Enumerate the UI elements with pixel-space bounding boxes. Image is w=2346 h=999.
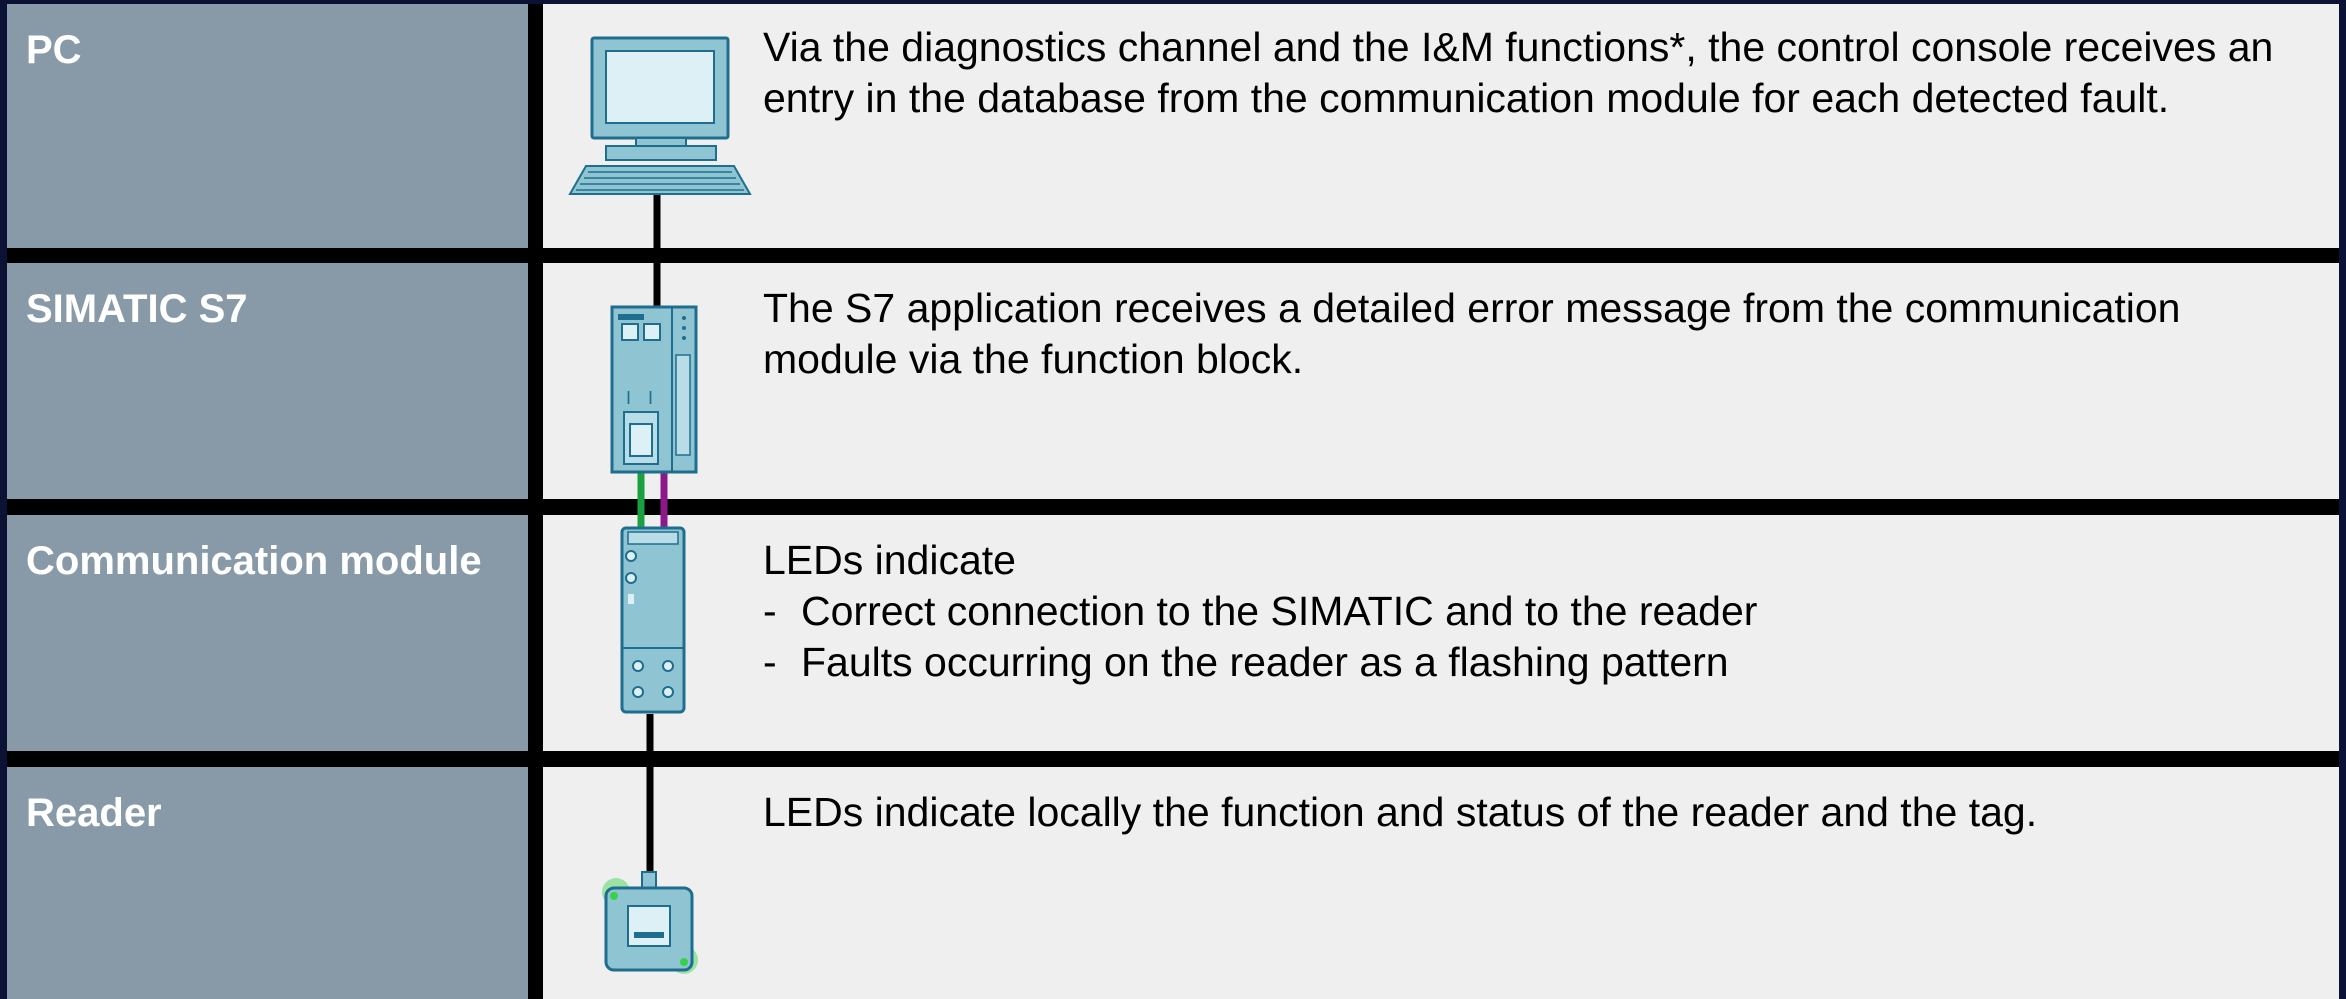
simatic-s7-icon: I I [610,305,698,474]
pc-icon [568,36,752,195]
row-content-simatic: The S7 application receives a detailed e… [543,263,2339,499]
svg-text:I: I [648,388,653,408]
row-content-reader: LEDs indicate locally the function and s… [543,767,2339,999]
bullet-marker: - [763,639,777,685]
row-label-cell-reader: Reader [7,767,528,999]
row-description-pc: Via the diagnostics channel and the I&M … [763,22,2323,124]
row-label-communication-module: Communication module [26,539,482,583]
description-text: The S7 application receives a detailed e… [763,285,2181,382]
description-text: LEDs indicate locally the function and s… [763,789,2038,835]
bullet-marker: - [763,588,777,634]
bullet-text: Correct connection to the SIMATIC and to… [801,588,1758,634]
bullet-item: - Correct connection to the SIMATIC and … [763,586,2323,637]
row-content-pc: Via the diagnostics channel and the I&M … [543,4,2339,248]
communication-module-icon [620,526,686,714]
bullet-text: Faults occurring on the reader as a flas… [801,639,1729,685]
reader-icon [602,871,698,974]
row-label-cell-pc: PC [7,4,528,248]
row-label-cell-communication-module: Communication module [7,515,528,751]
top-border [0,0,2346,4]
row-description-simatic: The S7 application receives a detailed e… [763,283,2323,385]
right-border [2339,0,2346,999]
svg-text:I: I [626,388,631,408]
row-label-cell-simatic: SIMATIC S7 [7,263,528,499]
description-intro: LEDs indicate [763,537,1016,583]
row-description-reader: LEDs indicate locally the function and s… [763,787,2323,838]
bullet-item: - Faults occurring on the reader as a fl… [763,637,2323,688]
row-description-communication-module: LEDs indicate - Correct connection to th… [763,535,2323,688]
row-content-communication-module: LEDs indicate - Correct connection to th… [543,515,2339,751]
row-label-pc: PC [26,28,82,72]
row-label-simatic: SIMATIC S7 [26,287,248,331]
description-text: Via the diagnostics channel and the I&M … [763,24,2274,121]
row-label-reader: Reader [26,791,162,835]
left-border [0,0,7,999]
